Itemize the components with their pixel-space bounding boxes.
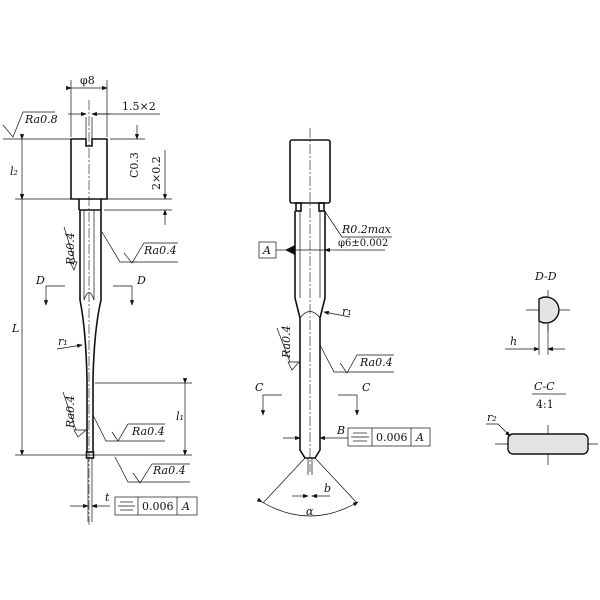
roughness-right: Ra0.4 <box>359 356 393 369</box>
section-mark-c-right: C <box>362 381 371 394</box>
roughness-top: Ra0.8 <box>24 113 58 126</box>
section-mark-d-left: D <box>35 274 45 287</box>
roughness-left: Ra0.4 <box>280 325 293 359</box>
dim-chamfer: C0.3 <box>128 152 141 178</box>
dim-slot: 1.5×2 <box>122 100 156 113</box>
symmetry-icon <box>351 432 369 442</box>
section-dd-title: D-D <box>534 270 557 283</box>
section-cc-scale: 4:1 <box>536 398 554 411</box>
tolerance-value: 0.006 <box>376 431 408 444</box>
label-b-upper: B <box>336 424 345 437</box>
tolerance-datum: A <box>415 431 424 444</box>
section-d-d: D-D h <box>505 270 570 355</box>
dim-r2: r₂ <box>487 411 497 424</box>
datum-a-box: A <box>262 244 271 257</box>
angle-alpha: α <box>306 505 314 518</box>
datum-triangle-icon <box>285 245 295 255</box>
punch-shaft <box>78 199 102 452</box>
roughness-tip: Ra0.4 <box>152 464 186 477</box>
dim-head-diameter: φ8 <box>80 74 95 87</box>
dim-l1: l₁ <box>176 410 184 423</box>
dim-l2: l₂ <box>10 165 18 178</box>
section-mark-d-right: D <box>136 274 146 287</box>
dim-r1: r₁ <box>58 335 68 348</box>
left-view: φ8 1.5×2 Ra0.8 l₂ C0.3 2×0.2 L Ra0.4 Ra0… <box>2 74 198 525</box>
roughness-blade-left: Ra0.4 <box>64 395 77 429</box>
dim-r1: r₁ <box>342 305 352 318</box>
section-c-c: C-C 4:1 r₂ <box>486 380 598 465</box>
dim-L: L <box>11 322 19 335</box>
punch-shaft <box>294 211 326 459</box>
symmetry-icon <box>118 501 135 511</box>
roughness-shaft-left: Ra0.4 <box>64 232 77 266</box>
dim-b: b <box>324 482 331 495</box>
tolerance-frame-middle: 0.006 A <box>347 427 431 447</box>
roughness-shaft-right: Ra0.4 <box>143 244 177 257</box>
tolerance-datum: A <box>181 500 190 513</box>
dim-relief: 2×0.2 <box>150 156 163 190</box>
dim-h: h <box>510 335 517 348</box>
dim-shaft-diameter: φ6±0.002 <box>338 238 388 249</box>
tolerance-value: 0.006 <box>142 500 174 513</box>
dim-radius: R0.2max <box>341 223 392 236</box>
section-mark-c-left: C <box>255 381 264 394</box>
dim-t: t <box>105 491 110 504</box>
punch-head <box>289 139 331 204</box>
middle-view: R0.2max A φ6±0.002 r₁ Ra0.4 Ra0.4 C C B … <box>255 128 431 518</box>
section-cc-title: C-C <box>534 380 555 393</box>
tolerance-frame-left: 0.006 A <box>114 496 198 516</box>
roughness-blade-right: Ra0.4 <box>131 425 165 438</box>
